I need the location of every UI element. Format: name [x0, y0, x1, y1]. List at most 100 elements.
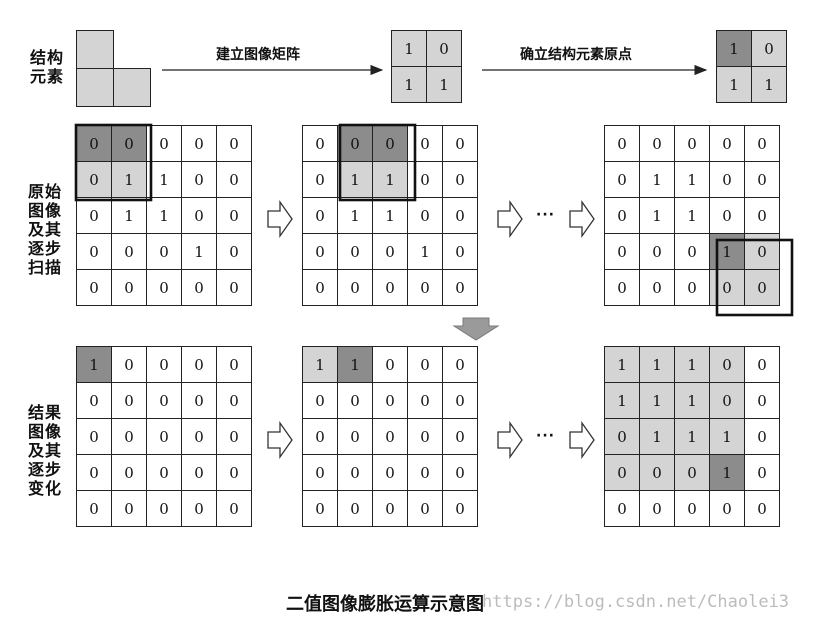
grid-cell: 0 — [302, 269, 338, 306]
grid-cell: 1 — [337, 197, 373, 234]
scan-window-frame — [715, 238, 794, 317]
scan-window-frame — [74, 123, 153, 202]
arrow-origin-label: 确立结构元素原点 — [520, 47, 632, 63]
grid-cell: 1 — [716, 30, 752, 67]
grid-cell: 0 — [181, 418, 217, 455]
grid-cell: 1 — [426, 66, 462, 103]
grid-cell: 0 — [442, 233, 478, 270]
grid-cell: 0 — [442, 269, 478, 306]
grid-cell: 0 — [744, 269, 780, 306]
grid-cell: 1 — [76, 346, 112, 383]
grid-cell: 0 — [337, 269, 373, 306]
label-line: 原始 — [28, 182, 63, 201]
label-line: 逐步 — [28, 460, 63, 479]
grid-cell: 0 — [751, 30, 787, 67]
grid-cell: 0 — [744, 382, 780, 419]
structuring-element-cell — [113, 68, 151, 107]
grid-cell: 0 — [146, 490, 182, 527]
grid-cell: 0 — [216, 418, 252, 455]
grid-cell: 0 — [111, 346, 147, 383]
step-arrow-icon — [569, 199, 595, 239]
step-arrow-icon — [267, 420, 293, 460]
grid-cell: 0 — [76, 161, 112, 198]
grid-cell: 0 — [181, 269, 217, 306]
grid-cell: 0 — [604, 490, 640, 527]
grid-cell: 0 — [442, 454, 478, 491]
structuring-element-label: 结构 元素 — [30, 48, 64, 86]
grid-cell: 0 — [442, 346, 478, 383]
original-scan-label: 原始 图像 及其 逐步 扫描 — [28, 182, 62, 277]
grid-cell: 0 — [372, 269, 408, 306]
grid-cell: 0 — [372, 490, 408, 527]
grid-cell: 0 — [76, 269, 112, 306]
grid-cell: 1 — [181, 233, 217, 270]
label-line: 及其 — [28, 220, 63, 239]
grid-cell: 0 — [181, 490, 217, 527]
grid-cell: 0 — [111, 418, 147, 455]
structuring-element-shape — [76, 30, 152, 108]
grid-cell: 1 — [674, 418, 710, 455]
grid-cell: 0 — [407, 454, 443, 491]
grid-cell: 0 — [216, 454, 252, 491]
step-arrow-icon — [497, 420, 523, 460]
grid-cell: 1 — [372, 197, 408, 234]
grid-cell: 0 — [372, 346, 408, 383]
grid-cell: 0 — [76, 197, 112, 234]
grid-cell: 0 — [76, 125, 112, 162]
scan-window-frame — [338, 123, 417, 202]
grid-cell: 1 — [302, 346, 338, 383]
grid-cell: 1 — [674, 161, 710, 198]
result-change-label: 结果 图像 及其 逐步 变化 — [28, 403, 62, 498]
grid-cell: 0 — [216, 269, 252, 306]
grid-cell: 0 — [76, 490, 112, 527]
label-line: 结果 — [28, 403, 63, 422]
grid-cell: 0 — [146, 418, 182, 455]
grid-cell: 0 — [639, 269, 675, 306]
grid-cell: 0 — [111, 490, 147, 527]
grid-cell: 0 — [442, 490, 478, 527]
grid-cell: 0 — [302, 418, 338, 455]
label-line: 结构 — [30, 48, 65, 67]
grid-cell: 0 — [442, 125, 478, 162]
grid-cell: 0 — [709, 346, 745, 383]
arrow-matrix-label: 建立图像矩阵 — [216, 47, 300, 63]
grid-cell: 1 — [674, 382, 710, 419]
grid-cell: 1 — [709, 454, 745, 491]
grid-cell: 1 — [391, 66, 427, 103]
grid-cell: 1 — [372, 161, 408, 198]
label-line: 元素 — [30, 67, 65, 86]
grid-cell: 0 — [426, 30, 462, 67]
ellipsis-result: ··· — [536, 428, 555, 444]
ellipsis-scan: ··· — [536, 207, 555, 223]
grid-cell: 1 — [639, 418, 675, 455]
figure-caption: 二值图像膨胀运算示意图 — [286, 594, 484, 615]
grid-cell: 0 — [604, 454, 640, 491]
structuring-element-cell — [76, 30, 114, 69]
step-arrow-icon — [569, 420, 595, 460]
grid-cell: 0 — [111, 454, 147, 491]
label-line: 及其 — [28, 441, 63, 460]
